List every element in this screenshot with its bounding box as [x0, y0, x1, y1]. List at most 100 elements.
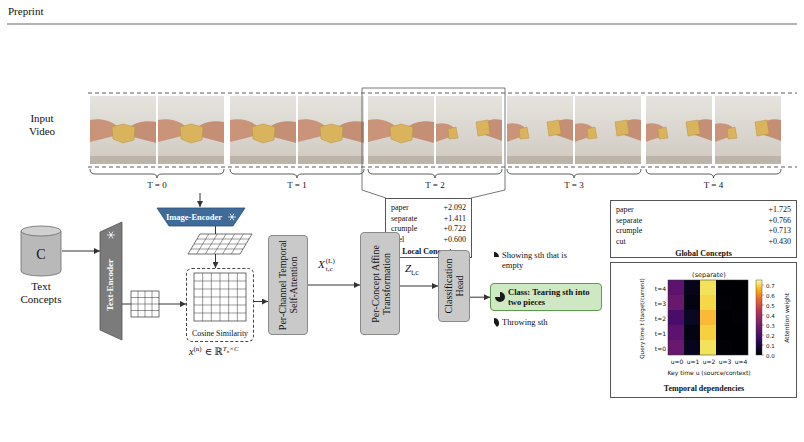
heat-cell: [732, 340, 748, 355]
video-frame: [298, 96, 364, 164]
math-label: X(L)t,c: [318, 258, 335, 273]
heat-cell: [684, 280, 700, 295]
snowflake-stroke: [109, 232, 113, 238]
math-symbol: (L): [326, 258, 335, 266]
similarity-box: Cosine Similarity: [186, 268, 254, 342]
text-label: T = 3: [554, 180, 594, 190]
heat-cell: [668, 325, 684, 340]
text-label: Showing sth that is empty: [502, 251, 582, 271]
panel-text: t=4: [648, 285, 666, 293]
bracket: [646, 169, 781, 178]
text-rotator: Classification Head: [440, 254, 468, 318]
dashed-rule: [88, 93, 797, 94]
pie-icon: [494, 291, 506, 303]
box-label: Text-Encoder: [105, 243, 115, 327]
heat-cell: [668, 310, 684, 325]
concept-name: crumple: [616, 226, 642, 235]
panel-text: 0.2: [766, 333, 780, 340]
video-frame: [90, 96, 156, 164]
panel-text: 0.7: [766, 283, 780, 290]
concept-score: +0.430: [768, 237, 791, 246]
bracket: [90, 169, 224, 178]
math-symbol: T: [223, 345, 227, 353]
heat-cell: [684, 310, 700, 325]
video-frame: [436, 96, 502, 164]
connector: [62, 251, 100, 252]
math-label: x(n)∈ ℝTn×C: [189, 345, 239, 359]
math-symbol: X: [318, 258, 325, 270]
panel-text: Attention weight: [783, 283, 791, 353]
heat-cell: [700, 340, 716, 355]
panel-text: Temporal dependencies: [624, 384, 784, 394]
heat-cell: [716, 310, 732, 325]
panel-text: (separate): [674, 271, 744, 279]
text-label: Throwing sth: [502, 318, 582, 328]
panel-text: u=1: [685, 358, 701, 366]
bracket: [368, 169, 502, 178]
concept-name: cut: [616, 237, 626, 246]
text-embedding-matrix: [131, 291, 159, 317]
video-arrow: [200, 193, 201, 207]
math-label: Zt,c: [405, 262, 419, 278]
video-frame: [230, 96, 296, 164]
matrix-lines: [131, 291, 159, 317]
zoom-outline: [362, 88, 505, 198]
connector: [400, 286, 438, 287]
concept-score: +0.600: [443, 235, 466, 244]
video-frame: [368, 96, 434, 164]
panel-text: 0.5: [766, 303, 780, 310]
concept-name: paper: [616, 205, 634, 214]
heat-cell: [700, 310, 716, 325]
cylinder-body: [21, 231, 61, 276]
feature-grid-lines: [191, 234, 249, 254]
box-label: Cosine Similarity: [187, 329, 253, 338]
snowflake-stroke: [109, 232, 113, 238]
math-symbol: x: [189, 346, 193, 357]
text-label: T = 4: [694, 180, 734, 190]
video-frame: [646, 96, 712, 164]
video-frame: [575, 96, 641, 164]
panel-text: Key time u (source/context): [649, 369, 769, 377]
dashed-rule: [88, 167, 797, 168]
concept-score: +0.722: [443, 224, 466, 233]
concept-score: +0.713: [768, 226, 791, 235]
text-label: Input Video: [22, 112, 62, 137]
panel-text: 0.1: [766, 343, 780, 350]
connector: [254, 301, 268, 302]
snowflake-stroke: [230, 214, 234, 220]
encoder-trapezoid: [157, 208, 245, 226]
dependency-panel: (separate)Query time t (target/current)t…: [610, 262, 797, 398]
heat-cell: [716, 295, 732, 310]
box-label: Per-Concept Affine Transformation: [369, 236, 391, 331]
concept-name: separate: [391, 214, 417, 223]
heat-cell: [684, 295, 700, 310]
snowflake-core: [231, 216, 233, 218]
text-label: T = 0: [137, 180, 177, 190]
concept-score: +2.092: [443, 203, 466, 212]
concept-name: paper: [391, 203, 409, 212]
panel-text: 0.0: [766, 353, 780, 360]
heat-cell: [732, 295, 748, 310]
encoder-box: Image-Encoder: [157, 208, 245, 226]
cylinder-top: [21, 226, 61, 236]
connector: [470, 297, 490, 298]
text-rotator: Text-Encoder: [101, 243, 119, 327]
box-label: Per-Channel Temporal Self-Attention: [277, 239, 299, 331]
process-box: Per-Concept Affine Transformation: [360, 232, 400, 335]
panel-text: 0.6: [766, 293, 780, 300]
heat-cell: [700, 295, 716, 310]
panel-text: u=3: [717, 358, 733, 366]
video-frame: [158, 96, 224, 164]
heat-cell: [716, 280, 732, 295]
panel-text: t=0: [648, 345, 666, 353]
heatmap-frame: [668, 280, 748, 355]
heat-cell: [668, 295, 684, 310]
class-box: Class: Tearing sth into two pieces: [490, 283, 602, 311]
concept-score: +1.411: [444, 214, 466, 223]
colorbar: [756, 280, 762, 355]
class-label: Class: Tearing sth into two pieces: [508, 287, 597, 307]
box-label: Classification Head: [443, 254, 465, 318]
text-rotator: Per-Channel Temporal Self-Attention: [270, 239, 306, 331]
